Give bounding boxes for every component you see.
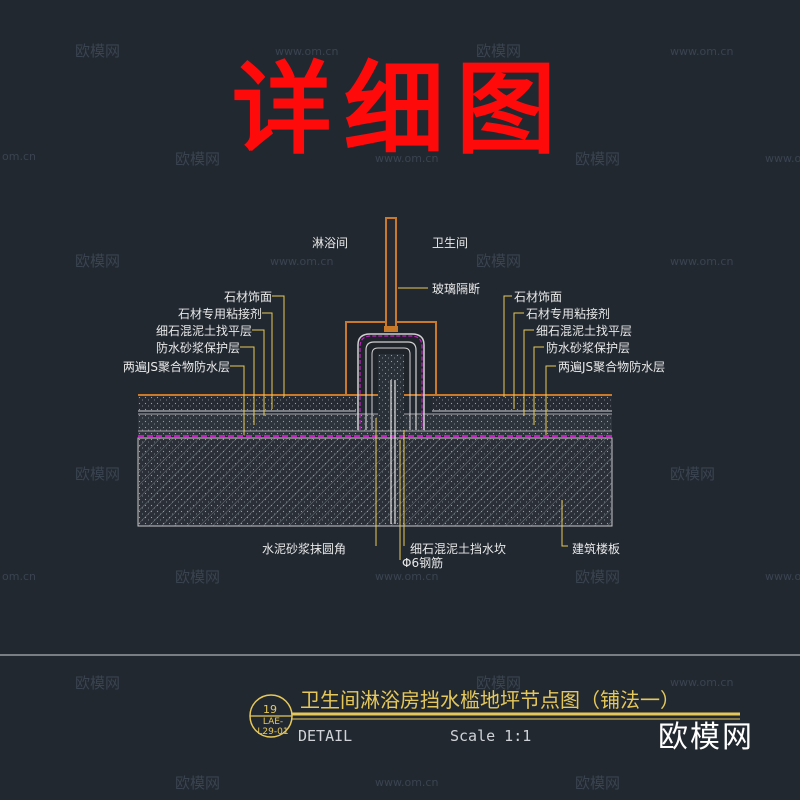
watermark-brand: 欧模网 [175, 774, 221, 792]
watermark-site: www.om.cn [375, 152, 439, 165]
leader-lines-left [230, 295, 285, 435]
detail-number: 19 [263, 703, 277, 716]
page-title: 详细图 [232, 51, 568, 168]
watermark-brand: 欧模网 [175, 150, 221, 168]
watermark-site: www.om.cn [375, 776, 439, 789]
label-concrete-curb: 细石混泥土挡水坎 [410, 542, 507, 556]
label-right-adhesive: 石材专用粘接剂 [526, 307, 611, 321]
detail-scale: Scale 1:1 [450, 727, 532, 745]
watermark-site: om.cn [2, 150, 36, 163]
watermark-site: www.om.cn [270, 255, 334, 268]
detail-ref: LAE-L29-01 [257, 717, 289, 737]
label-glass-partition: 玻璃隔断 [432, 282, 481, 296]
watermark-brand: 欧模网 [75, 252, 121, 270]
leveling-layer [138, 414, 612, 436]
watermark-brand: 欧模网 [75, 465, 121, 483]
brand-logo: 欧模网 [658, 720, 754, 755]
watermark-site: www.om.cn [375, 570, 439, 583]
label-left-mortar-protect: 防水砂浆保护层 [155, 341, 240, 355]
leader-lines-bottom [375, 287, 568, 560]
watermark-site: www.om.cn [765, 570, 800, 583]
label-shower-room: 淋浴间 [312, 236, 349, 250]
floor-slab [137, 437, 613, 527]
label-left-waterproof: 两遍JS聚合物防水层 [122, 360, 230, 374]
glass-partition [384, 217, 398, 332]
stone-finish [138, 394, 612, 415]
watermark-site: www.om.cn [670, 676, 734, 689]
label-right-leveling: 细石混泥土找平层 [536, 324, 633, 338]
label-left-leveling: 细石混泥土找平层 [155, 324, 252, 338]
label-right-stone-finish: 石材饰面 [514, 290, 563, 304]
label-left-adhesive: 石材专用粘接剂 [177, 307, 262, 321]
detail-label: DETAIL [298, 727, 353, 745]
watermark-brand: 欧模网 [75, 42, 121, 60]
label-left-stone-finish: 石材饰面 [223, 290, 272, 304]
detail-bubble [249, 694, 740, 738]
watermark-brand: 欧模网 [476, 674, 522, 692]
leader-lines-right [503, 295, 556, 435]
label-floor-slab: 建筑楼板 [572, 542, 621, 556]
watermark-brand: 欧模网 [575, 774, 621, 792]
watermark-brand: 欧模网 [476, 252, 522, 270]
label-cement-fillet: 水泥砂浆抹圆角 [262, 542, 347, 556]
watermark-site: www.om.cn [670, 255, 734, 268]
label-bathroom: 卫生间 [432, 236, 469, 250]
watermark-brand: 欧模网 [575, 568, 621, 586]
watermark-site: www.om.cn [670, 45, 734, 58]
watermark-brand: 欧模网 [75, 674, 121, 692]
watermark-brand: 欧模网 [175, 568, 221, 586]
detail-title: 卫生间淋浴房挡水槛地坪节点图（铺法一） [300, 688, 680, 712]
watermark-brand: 欧模网 [476, 42, 522, 60]
label-right-mortar-protect: 防水砂浆保护层 [546, 341, 631, 355]
label-rebar: Φ6钢筋 [402, 556, 444, 570]
watermark-site: www.om.cn [275, 45, 339, 58]
watermark-site: om.cn [2, 570, 36, 583]
watermark-brand: 欧模网 [575, 150, 621, 168]
watermark-brand: 欧模网 [670, 465, 716, 483]
watermark-site: www.om.cn [765, 152, 800, 165]
label-right-waterproof: 两遍JS聚合物防水层 [558, 360, 666, 374]
